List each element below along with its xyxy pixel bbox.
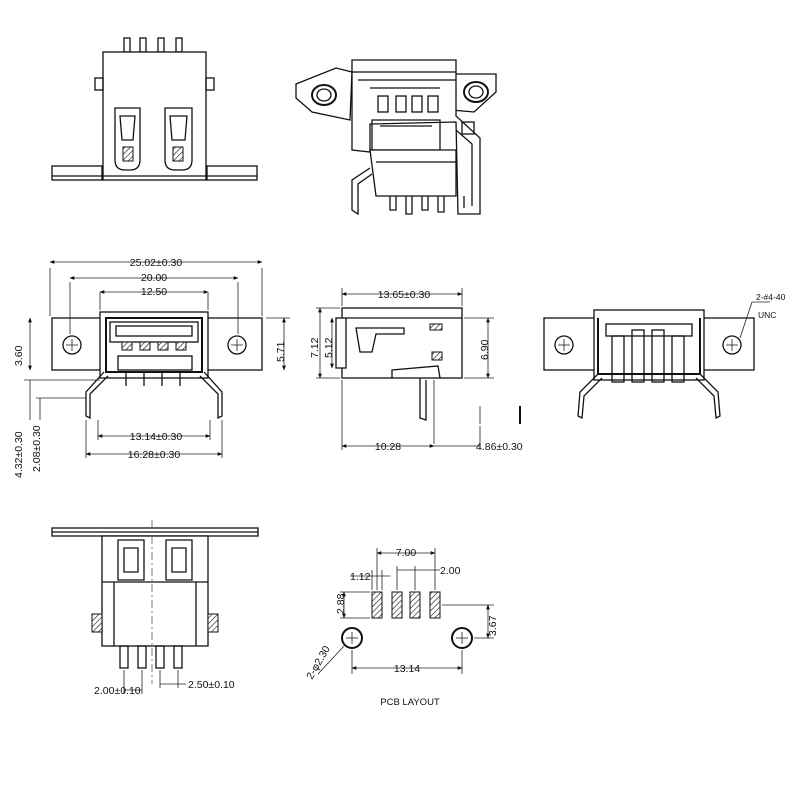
dim-pad-width: 1.12 bbox=[350, 571, 371, 583]
dim-center-height: 5.71 bbox=[275, 341, 287, 362]
dim-side-height-total: 7.12 bbox=[309, 337, 321, 358]
isometric-view bbox=[295, 59, 497, 216]
dim-mount-width: 20.00 bbox=[141, 272, 167, 284]
dim-pin-offset: 2.50±0.10 bbox=[188, 679, 235, 691]
dim-leg-width: 2.08±0.30 bbox=[31, 425, 43, 472]
dim-side-height-right: 6.90 bbox=[479, 339, 491, 360]
rear-view: 2-#4-40 UNC bbox=[543, 292, 786, 420]
dim-pad-height: 2.88 bbox=[335, 593, 347, 614]
dim-side-height-body: 5.12 bbox=[323, 337, 335, 358]
pcb-layout-title: PCB LAYOUT bbox=[380, 697, 440, 708]
dim-side-base-left: 10.28 bbox=[375, 441, 401, 453]
thread-note-line2: UNC bbox=[758, 310, 776, 320]
dim-hole-offset: 3.67 bbox=[487, 615, 499, 636]
front-view: 25.02±0.30 20.00 12.50 3.60 4.32±0.30 2.… bbox=[13, 257, 290, 478]
dim-hole-span: 13.14 bbox=[394, 663, 420, 675]
top-view bbox=[51, 37, 258, 181]
dim-side-base-right: 4.86±0.30 bbox=[476, 441, 523, 453]
bottom-view: 2.00±0.10 2.50±0.10 bbox=[51, 520, 259, 697]
dim-leg-height: 4.32±0.30 bbox=[13, 431, 25, 478]
dim-side-length: 13.65±0.30 bbox=[378, 289, 431, 301]
side-view: 13.65±0.30 7.12 5.12 6.90 10.28 4.86±0.3… bbox=[309, 288, 523, 453]
dim-port-width: 12.50 bbox=[141, 286, 167, 298]
pcb-layout: 7.00 1.12 2.00 2.88 3.67 2-φ2.30 13.14 P… bbox=[304, 547, 499, 708]
dim-leg-span-inner: 13.14±0.30 bbox=[130, 431, 183, 443]
dim-pad-pitch: 2.00 bbox=[440, 565, 461, 577]
thread-note-line1: 2-#4-40 bbox=[756, 292, 786, 302]
dim-pad-span: 7.00 bbox=[396, 547, 417, 559]
dim-overall-width: 25.02±0.30 bbox=[130, 257, 183, 269]
dim-flange-height: 3.60 bbox=[13, 345, 25, 366]
dim-leg-span-outer: 16.28±0.30 bbox=[128, 449, 181, 461]
dim-pin-pitch: 2.00±0.10 bbox=[94, 685, 141, 697]
